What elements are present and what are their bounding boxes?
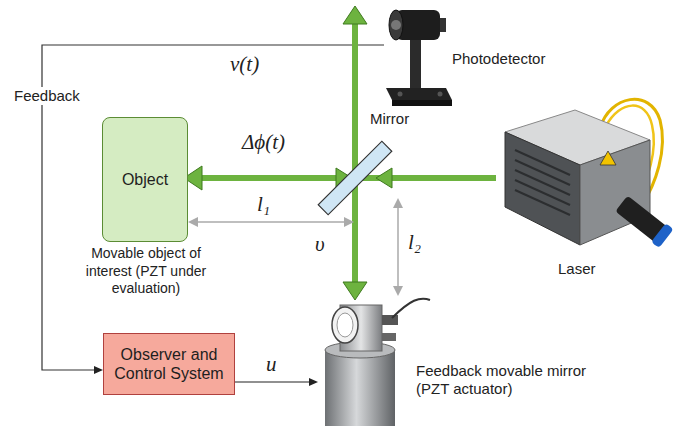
photodetector-icon	[386, 10, 452, 106]
l1-dimension	[188, 217, 354, 227]
part-label: Mirror	[370, 110, 409, 128]
signal-name: v(t)	[230, 52, 259, 77]
dimension-label: l₂	[408, 230, 421, 255]
signal-label: Feedback	[12, 87, 82, 105]
signal-name: υ	[315, 232, 325, 257]
signal-name: Δϕ(t)	[242, 130, 285, 155]
control-box: Observer and Control System	[103, 333, 235, 395]
laser-beams	[184, 6, 496, 300]
dimension-label: l₁	[257, 192, 270, 217]
box-caption: Movable object of interest (PZT under ev…	[71, 245, 221, 298]
box-title: Observer and Control System	[104, 341, 234, 387]
part-label: Photodetector	[452, 50, 545, 68]
object-box: ObjectMovable object of interest (PZT un…	[102, 117, 188, 242]
part-label: Laser	[558, 260, 596, 278]
signal-name: u	[266, 352, 277, 377]
part-label: Feedback movable mirror (PZT actuator)	[416, 362, 606, 398]
control-wire	[226, 378, 318, 386]
l2-dimension	[393, 198, 403, 296]
pzt-actuator-icon	[325, 299, 430, 426]
box-title: Object	[118, 166, 172, 193]
laser-icon	[505, 99, 674, 248]
mirror-plate	[318, 141, 392, 215]
